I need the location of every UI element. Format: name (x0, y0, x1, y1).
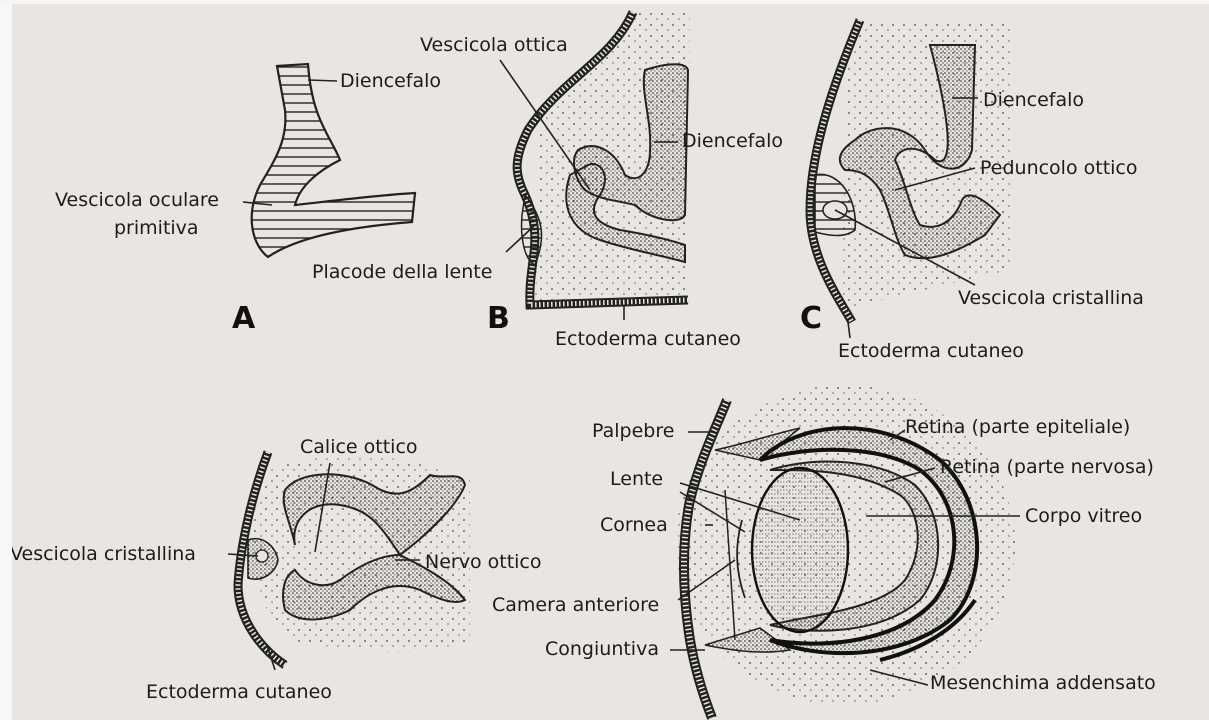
label-c-vescicola-cristallina: Vescicola cristallina (958, 289, 1144, 308)
label-d-ectoderma: Ectoderma cutaneo (146, 683, 332, 702)
label-e-lente: Lente (610, 470, 663, 489)
label-e-retina-epiteliale: Retina (parte epiteliale) (905, 418, 1130, 437)
label-d-vescicola-cristallina: Vescicola cristallina (10, 545, 196, 564)
panel-a-drawing (252, 64, 415, 257)
label-c-peduncolo: Peduncolo ottico (980, 159, 1138, 178)
label-e-cornea: Cornea (600, 516, 668, 535)
panel-c-letter: C (800, 304, 822, 334)
label-e-corpo-vitreo: Corpo vitreo (1025, 507, 1142, 526)
scan-edge-left (0, 0, 12, 720)
label-e-mesenchima: Mesenchima addensato (930, 674, 1156, 693)
label-e-palpebre: Palpebre (592, 422, 674, 441)
scan-edge-top (0, 0, 1209, 4)
panel-a-letter: A (232, 304, 255, 334)
label-c-diencefalo: Diencefalo (983, 91, 1084, 110)
label-a-primitiva: primitiva (114, 219, 199, 238)
label-a-diencefalo: Diencefalo (340, 72, 441, 91)
label-b-diencefalo: Diencefalo (682, 132, 783, 151)
panel-b-letter: B (487, 304, 510, 334)
label-e-congiuntiva: Congiuntiva (545, 640, 659, 659)
label-a-vescicola-oculare: Vescicola oculare (55, 191, 219, 210)
label-b-placode: Placode della lente (312, 263, 492, 282)
label-b-ectoderma: Ectoderma cutaneo (555, 330, 741, 349)
label-e-retina-nervosa: Retina (parte nervosa) (940, 458, 1154, 477)
label-b-vescicola-ottica: Vescicola ottica (420, 36, 568, 55)
label-e-camera-anteriore: Camera anteriore (492, 596, 659, 615)
label-c-ectoderma: Ectoderma cutaneo (838, 342, 1024, 361)
label-d-calice: Calice ottico (300, 438, 418, 457)
label-d-nervo: Nervo ottico (425, 553, 542, 572)
